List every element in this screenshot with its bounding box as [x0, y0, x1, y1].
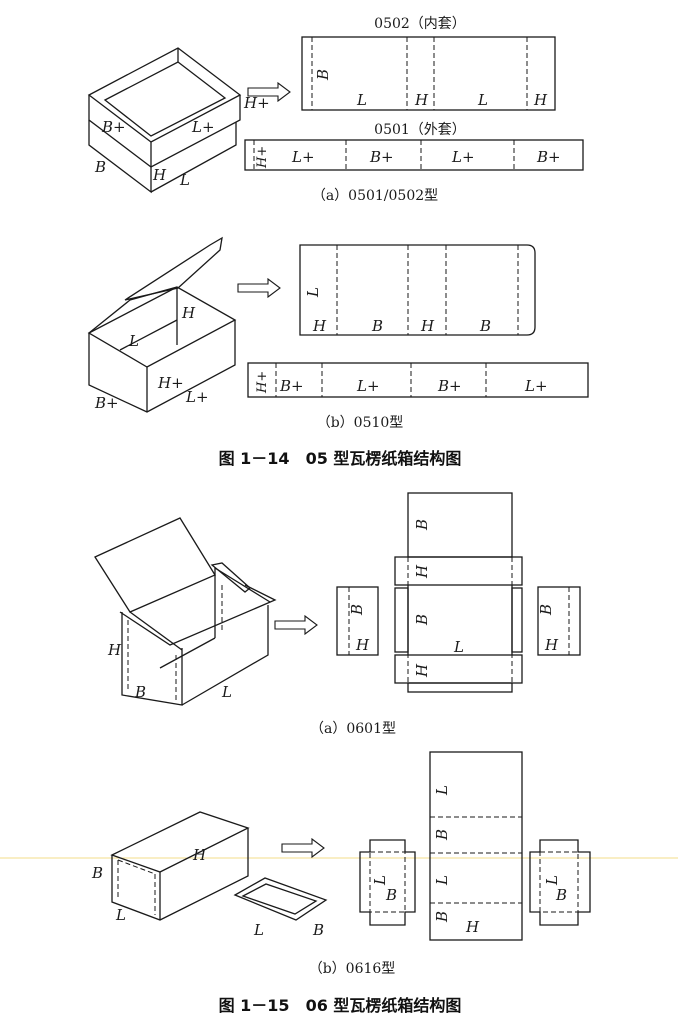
panel-label: L — [371, 875, 389, 886]
unfold-0601-center: B H B L H — [394, 492, 523, 693]
panel-label: B — [433, 829, 451, 841]
panel-label: H+ — [255, 146, 270, 169]
unfold-0601-left-end: B H — [336, 586, 379, 656]
panel-label: B+ — [369, 148, 394, 166]
box-label-l: L — [115, 906, 126, 924]
unfold-0601-right-end: B H — [537, 586, 581, 656]
panel-label: B — [537, 604, 555, 616]
box-0616-drawing: H B L L B — [91, 811, 328, 939]
panel-label: H — [413, 564, 431, 579]
panel-label: H — [312, 317, 327, 335]
panel-label: H — [420, 317, 435, 335]
panel-label: L — [477, 91, 488, 109]
panel-label: L+ — [451, 148, 475, 166]
panel-label: L+ — [524, 377, 548, 395]
panel-label: B — [385, 886, 397, 904]
panel-label: L+ — [356, 377, 380, 395]
panel-label: L — [543, 875, 561, 886]
figure-1-15-title: 图 1－15 06 型瓦楞纸箱结构图 — [219, 996, 462, 1015]
unfold-0616-right-end: L B — [529, 839, 591, 926]
unfold-0502-title: 0502（内套） — [374, 16, 466, 32]
box-0501-0502-drawing: H+ B+ L+ B H L — [87, 47, 270, 194]
box-label-l: L — [179, 171, 190, 189]
panel-label: H — [533, 91, 548, 109]
unfold-0616-center: L B L B H — [429, 751, 523, 941]
box-label-h: H — [181, 304, 196, 322]
tray-label-l: L — [253, 921, 264, 939]
box-label-b: B — [91, 864, 103, 882]
panel-label: H — [465, 918, 480, 936]
unfold-0501-title: 0501（外套） — [374, 122, 466, 138]
panel-label: B — [479, 317, 491, 335]
arrow-right-icon — [281, 838, 325, 858]
caption-0510: （b）0510型 — [317, 415, 404, 431]
tray-label-b: B — [312, 921, 324, 939]
panel-label: B — [371, 317, 383, 335]
panel-label: L+ — [291, 148, 315, 166]
arrow-right-icon — [237, 278, 281, 298]
panel-label: B — [413, 614, 431, 626]
panel-label: H — [413, 663, 431, 678]
unfold-0510-top: L H B H B — [299, 244, 536, 336]
box-label-b: B — [134, 683, 146, 701]
box-label-b-plus: B+ — [101, 118, 126, 136]
box-label-l: L — [128, 332, 139, 350]
panel-label: B+ — [536, 148, 561, 166]
box-label-h: H — [107, 641, 122, 659]
figure-1-14-title: 图 1－14 05 型瓦楞纸箱结构图 — [219, 449, 462, 468]
box-label-h-plus: H+ — [157, 374, 184, 392]
panel-label: L — [433, 875, 451, 886]
panel-label: B — [348, 604, 366, 616]
unfold-0502: 0502（内套） B L H L H — [301, 16, 556, 111]
panel-label: H+ — [255, 371, 270, 394]
box-label-h-plus: H+ — [243, 94, 270, 112]
unfold-0501: 0501（外套） H+ L+ B+ L+ B+ — [244, 122, 584, 171]
caption-0501-0502: （a）0501/0502型 — [312, 188, 438, 204]
box-label-l-plus: L+ — [191, 118, 215, 136]
box-label-b: B — [94, 158, 106, 176]
panel-label: H — [544, 636, 559, 654]
box-0510-drawing: H L H+ B+ L+ — [87, 236, 237, 413]
panel-label: B+ — [437, 377, 462, 395]
panel-label: L — [453, 638, 464, 656]
panel-label: H — [355, 636, 370, 654]
panel-label: B — [433, 911, 451, 923]
panel-label: L — [433, 785, 451, 796]
panel-label: B — [314, 69, 332, 81]
unfold-0510-strip: H+ B+ L+ B+ L+ — [247, 362, 589, 398]
box-0601-drawing: H B L — [94, 517, 277, 706]
panel-label: H — [414, 91, 429, 109]
box-label-b-plus: B+ — [94, 394, 119, 412]
arrow-right-icon — [274, 615, 318, 635]
caption-0616: （b）0616型 — [309, 961, 396, 977]
box-label-l-plus: L+ — [185, 388, 209, 406]
box-label-h: H — [152, 166, 167, 184]
panel-label: B — [555, 886, 567, 904]
panel-label: B — [413, 519, 431, 531]
panel-label: L — [356, 91, 367, 109]
panel-label: L — [304, 287, 322, 298]
box-label-h: H — [192, 846, 207, 864]
unfold-0616-left-end: L B — [359, 839, 416, 926]
caption-0601: （a）0601型 — [310, 721, 396, 737]
box-label-l: L — [221, 683, 232, 701]
panel-label: B+ — [279, 377, 304, 395]
